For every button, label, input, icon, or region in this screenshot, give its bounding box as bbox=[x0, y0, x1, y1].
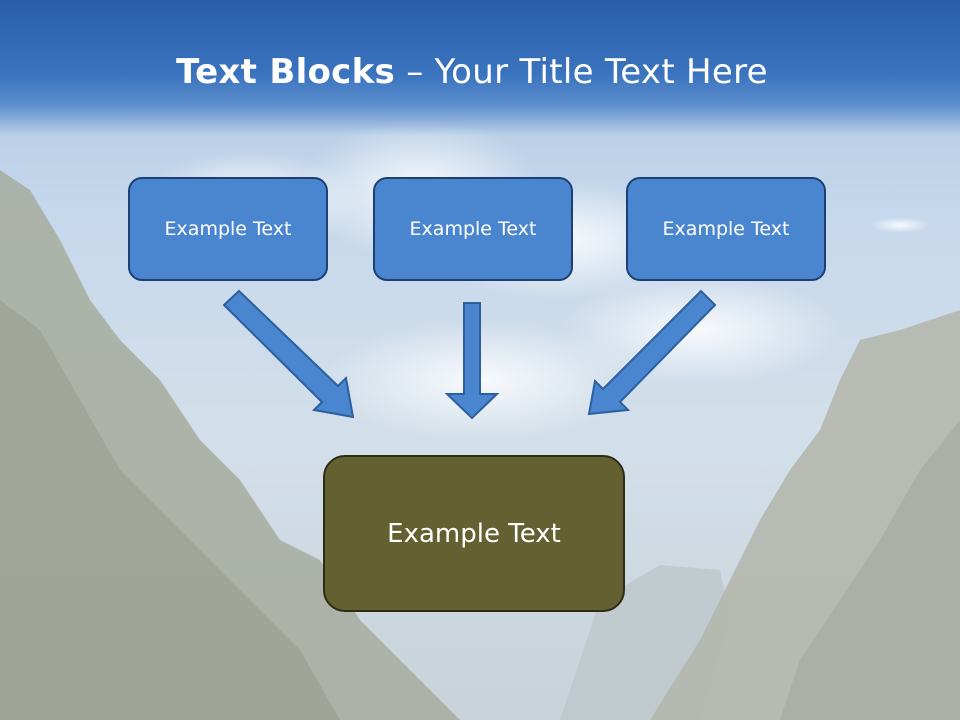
slide-title: Text Blocks – Your Title Text Here bbox=[0, 52, 944, 92]
text-block-3-label: Example Text bbox=[662, 218, 790, 240]
arrow-right-diagonal bbox=[587, 289, 717, 416]
target-text-block-label: Example Text bbox=[387, 518, 561, 549]
title-separator: – bbox=[406, 52, 424, 92]
title-subtitle: Your Title Text Here bbox=[434, 52, 768, 92]
text-block-1[interactable]: Example Text bbox=[128, 177, 328, 281]
text-block-1-label: Example Text bbox=[164, 218, 292, 240]
title-bar bbox=[0, 0, 960, 135]
arrow-left-diagonal bbox=[222, 289, 355, 419]
target-text-block[interactable]: Example Text bbox=[323, 455, 625, 612]
text-block-2[interactable]: Example Text bbox=[373, 177, 573, 281]
text-block-2-label: Example Text bbox=[409, 218, 537, 240]
text-block-3[interactable]: Example Text bbox=[626, 177, 826, 281]
arrow-center-down bbox=[444, 302, 500, 420]
title-bold: Text Blocks bbox=[176, 52, 396, 92]
